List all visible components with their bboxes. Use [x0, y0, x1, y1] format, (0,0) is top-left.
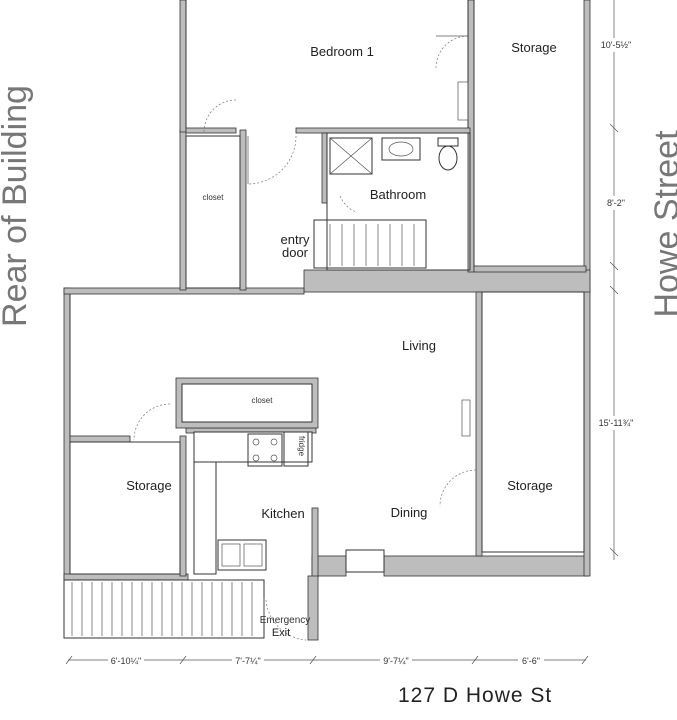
- dimension-labels: 10'-5½" 8'-2" 15'-11¾" 6'-10¼" 7'-7¼" 9'…: [108, 38, 636, 666]
- interior-lines: [63, 0, 585, 641]
- room-storage-left: Storage: [126, 478, 172, 493]
- room-living: Living: [402, 338, 436, 353]
- room-storage-right: Storage: [507, 478, 553, 493]
- dim-bottom-3: 9'-7¼": [383, 656, 408, 666]
- room-dining: Dining: [391, 505, 428, 520]
- emergency-exit-line1: Emergency: [260, 615, 311, 626]
- entry-door-label-line2: door: [282, 245, 309, 260]
- howe-street-label: Howe Street: [648, 130, 677, 318]
- walls: [63, 0, 591, 581]
- door-swings: [133, 35, 477, 641]
- room-bathroom: Bathroom: [370, 187, 426, 202]
- address-label: 127 D Howe St: [398, 684, 552, 707]
- room-bedroom-1: Bedroom 1: [310, 44, 374, 59]
- room-kitchen: Kitchen: [261, 506, 304, 521]
- dim-right-bottom: 15'-11¾": [599, 418, 634, 428]
- exterior-stairs: [71, 582, 253, 636]
- dim-right-top: 10'-5½": [601, 40, 631, 50]
- room-storage-top: Storage: [511, 40, 557, 55]
- rear-of-building-label: Rear of Building: [0, 85, 34, 327]
- entry-door-label-line1: entry: [281, 232, 310, 247]
- room-closet-mid: closet: [252, 396, 274, 405]
- dimension-lines: [65, 0, 619, 665]
- emergency-exit-line2: Exit: [272, 627, 290, 639]
- fridge-label: fridge: [297, 436, 306, 457]
- room-labels: Bedroom 1 Storage closet Bathroom entry …: [126, 40, 557, 639]
- dim-bottom-1: 6'-10¼": [111, 656, 141, 666]
- room-closet-top: closet: [203, 193, 225, 202]
- dim-bottom-4: 6'-6": [522, 656, 540, 666]
- entry-stairs: [329, 224, 415, 266]
- dim-right-mid: 8'-2": [607, 198, 625, 208]
- dim-bottom-2: 7'-7¼": [235, 656, 260, 666]
